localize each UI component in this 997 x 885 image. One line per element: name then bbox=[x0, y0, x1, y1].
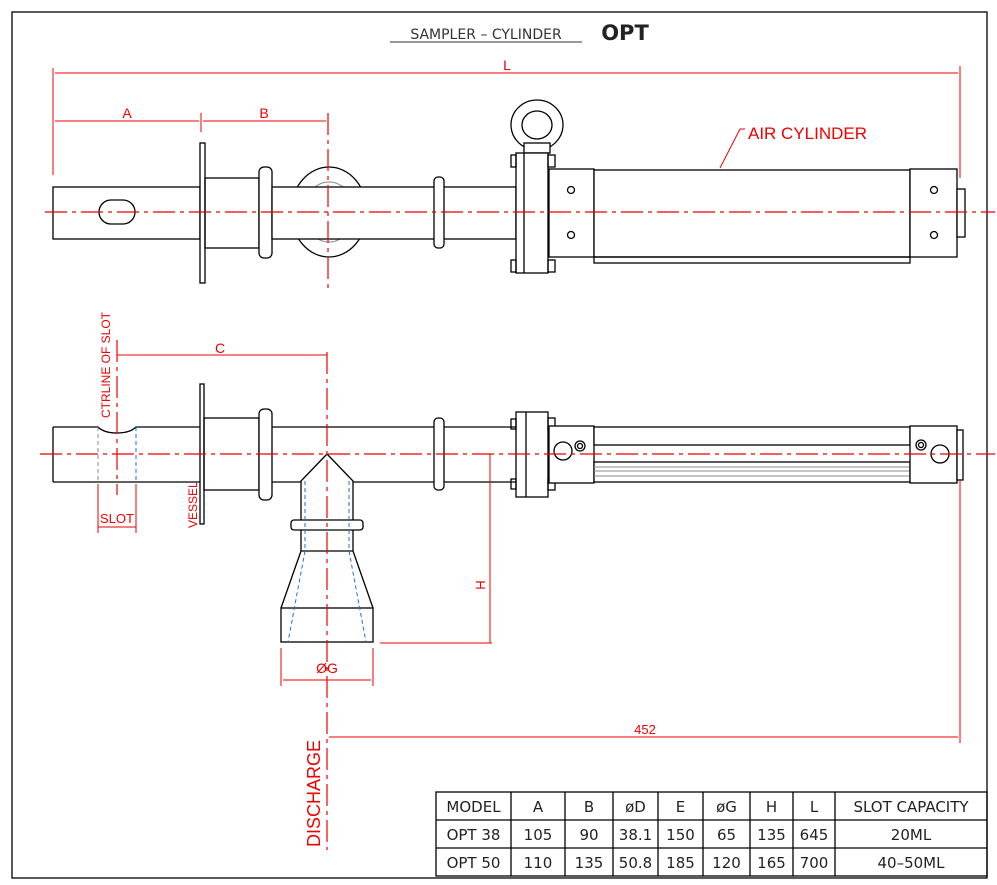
bolt bbox=[547, 259, 556, 273]
table-header-cell: B bbox=[584, 798, 594, 816]
table-header-cell: H bbox=[766, 798, 777, 816]
hidden-lines bbox=[287, 481, 367, 643]
rod-end bbox=[956, 188, 966, 238]
air-cylinder-body bbox=[593, 169, 911, 258]
dim-L-label: L bbox=[503, 57, 511, 73]
table-cell: 110 bbox=[524, 854, 553, 872]
cylinder-mount-plate bbox=[515, 152, 549, 274]
table-header-cell: E bbox=[676, 798, 685, 816]
title-text: SAMPLER – CYLINDER bbox=[410, 27, 562, 43]
top-view bbox=[45, 99, 995, 292]
table-cell: 135 bbox=[757, 826, 786, 844]
table-cell: 645 bbox=[800, 826, 829, 844]
ferrule-section bbox=[204, 177, 260, 249]
dim-A-label: A bbox=[122, 105, 132, 121]
cylinder-strip bbox=[593, 256, 911, 264]
table-cell: OPT 38 bbox=[447, 826, 501, 844]
table-header-cell: øD bbox=[625, 798, 646, 816]
bolt bbox=[547, 154, 556, 168]
table-cell: 185 bbox=[666, 854, 695, 872]
probe-tube bbox=[52, 186, 201, 240]
main-tube bbox=[271, 186, 517, 240]
side-dimensions: C CTRLINE OF SLOT SLOT VESSEL H ØG 452 D… bbox=[97, 311, 961, 847]
table-cell: 20ML bbox=[891, 826, 932, 844]
dim-H-label: H bbox=[473, 580, 488, 589]
discharge-label: DISCHARGE bbox=[304, 740, 324, 847]
table-header-cell: L bbox=[810, 798, 819, 816]
title-model: OPT bbox=[601, 21, 649, 45]
dim-C-label: C bbox=[215, 340, 225, 356]
table-cell: 90 bbox=[579, 826, 598, 844]
slot-label: SLOT bbox=[100, 511, 134, 526]
table-cell: 38.1 bbox=[619, 826, 652, 844]
piston-rod-upper bbox=[593, 426, 911, 446]
bolt bbox=[510, 259, 517, 273]
dim-B-label: B bbox=[259, 105, 268, 121]
vessel-flange bbox=[199, 142, 206, 284]
ctrline-label: CTRLINE OF SLOT bbox=[99, 311, 113, 418]
table-cell: 120 bbox=[712, 854, 741, 872]
table-cell: 65 bbox=[717, 826, 736, 844]
table-cell: 135 bbox=[575, 854, 604, 872]
table-cell: 50.8 bbox=[619, 854, 652, 872]
rear-end-cap bbox=[909, 168, 958, 258]
table-cell: 150 bbox=[666, 826, 695, 844]
air-cylinder-leader bbox=[719, 128, 745, 169]
cylinder-profile bbox=[593, 461, 911, 483]
table-cell: 105 bbox=[524, 826, 553, 844]
eyebolt-hole bbox=[521, 110, 553, 140]
drawing-frame bbox=[11, 11, 988, 879]
top-dimensions: L A B AIR CYLINDER bbox=[52, 57, 961, 178]
discharge-cone bbox=[300, 453, 354, 520]
table-header-cell: A bbox=[533, 798, 544, 816]
table-cell: OPT 50 bbox=[447, 854, 501, 872]
table-cell: 700 bbox=[800, 854, 829, 872]
side-view bbox=[40, 340, 995, 850]
table-cell: 165 bbox=[757, 854, 786, 872]
vessel-label: VESSEL bbox=[186, 481, 200, 528]
dim-G-label: ØG bbox=[316, 660, 338, 676]
eyebolt-neck bbox=[523, 142, 551, 154]
front-end-cap bbox=[548, 168, 595, 258]
table-header-cell: SLOT CAPACITY bbox=[853, 798, 969, 816]
bolt bbox=[510, 154, 517, 168]
dim-452-label: 452 bbox=[634, 722, 656, 737]
air-cylinder-label: AIR CYLINDER bbox=[748, 124, 867, 143]
table-header-cell: MODEL bbox=[446, 798, 501, 816]
table-header-cell: øG bbox=[716, 798, 737, 816]
table-cell: 40–50ML bbox=[878, 854, 946, 872]
